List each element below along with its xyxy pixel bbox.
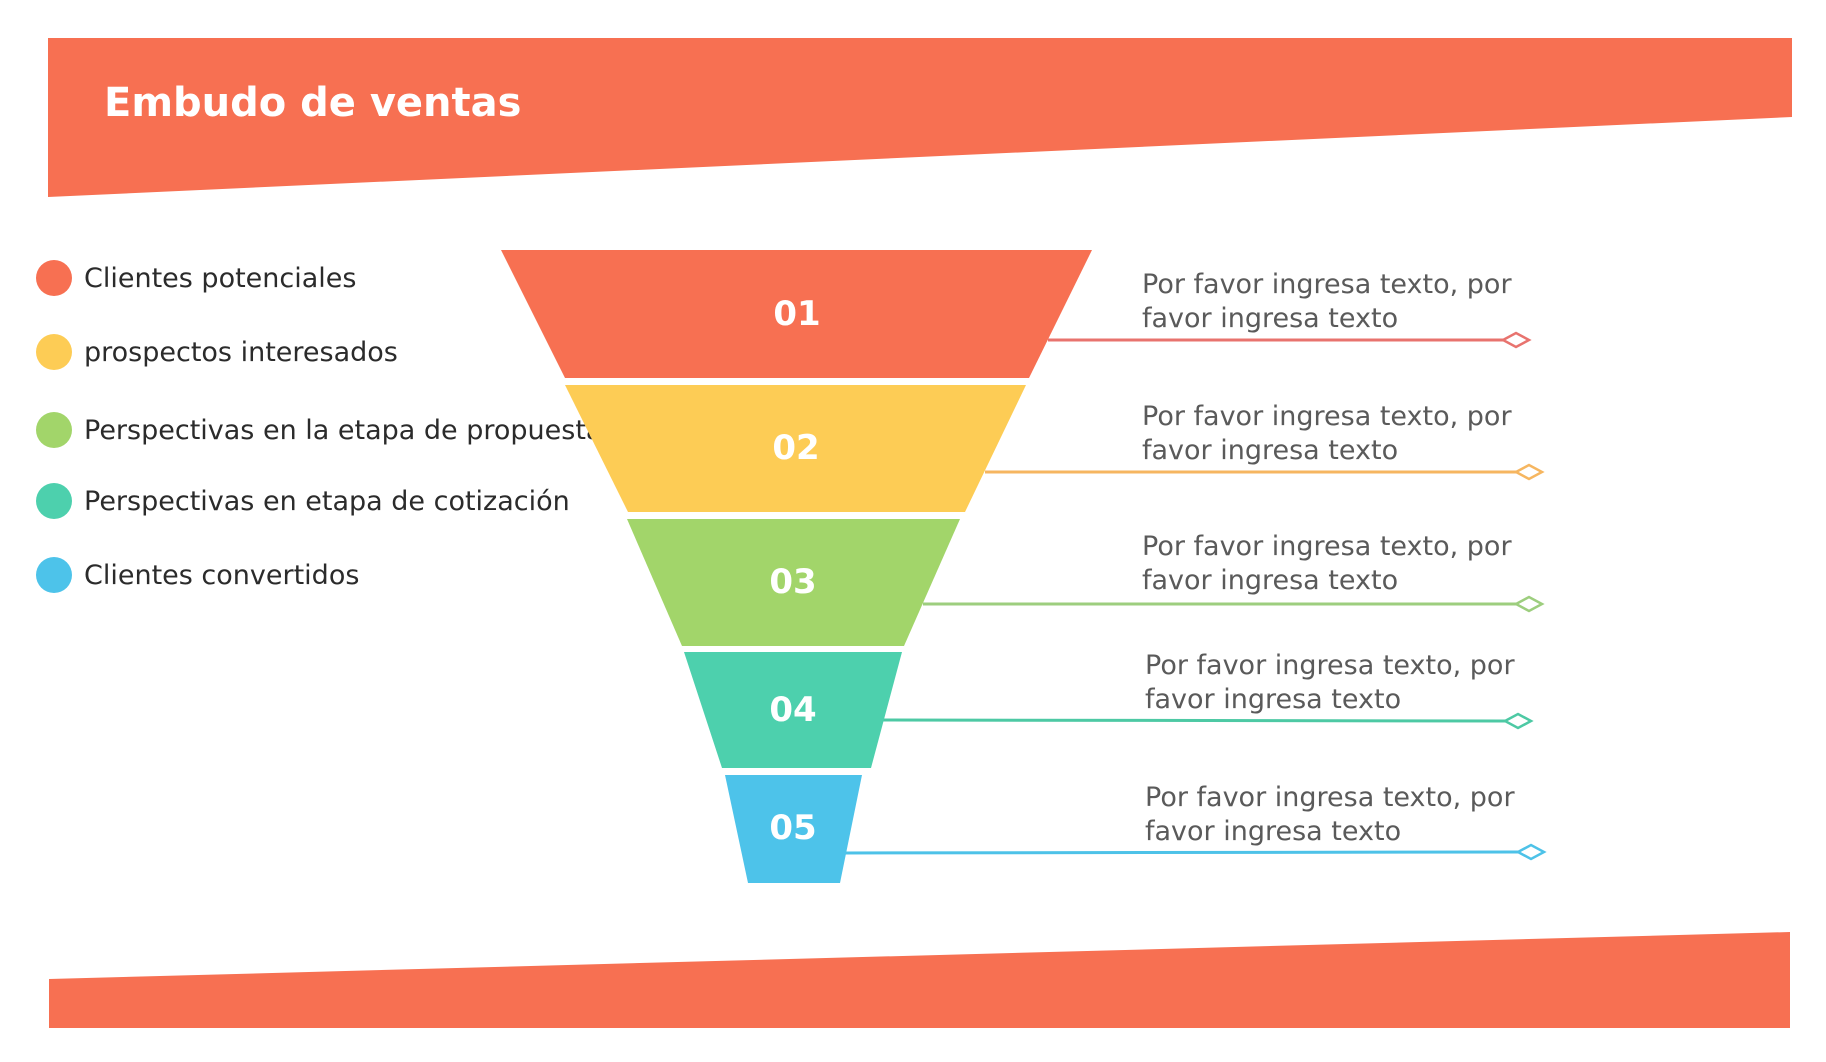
stage-note-2: Por favor ingresa texto, por favor ingre… [1142, 401, 1512, 466]
stage-number-2: 02 [772, 428, 819, 468]
legend-label-5: Clientes convertidos [84, 559, 360, 591]
stage-note-1: Por favor ingresa texto, por favor ingre… [1142, 269, 1512, 334]
legend-item-1: Clientes potenciales [36, 256, 356, 300]
stage-note-4: Por favor ingresa texto, por favor ingre… [1145, 650, 1515, 715]
stage-number-1: 01 [773, 294, 820, 334]
legend-dot-5 [36, 557, 72, 593]
legend-dot-4 [36, 483, 72, 519]
connector-2 [985, 463, 1545, 481]
top-banner [48, 38, 1792, 197]
legend-label-4: Perspectivas en etapa de cotización [84, 485, 570, 517]
stage-number-3: 03 [769, 562, 816, 602]
funnel-stage-1 [501, 250, 1092, 378]
stage-note-5: Por favor ingresa texto, por favor ingre… [1145, 782, 1515, 847]
legend-label-2: prospectos interesados [84, 336, 398, 368]
stage-note-3: Por favor ingresa texto, por favor ingre… [1142, 531, 1512, 596]
diamond-marker-icon [1515, 843, 1547, 861]
connector-3 [923, 595, 1545, 613]
funnel-stage-3 [627, 519, 960, 646]
connector-5 [842, 843, 1547, 861]
stage-number-5: 05 [769, 808, 816, 848]
legend-item-4: Perspectivas en etapa de cotización [36, 479, 570, 523]
legend-item-5: Clientes convertidos [36, 553, 359, 597]
diamond-marker-icon [1513, 595, 1545, 613]
legend-dot-2 [36, 334, 72, 370]
diamond-marker-icon [1513, 463, 1545, 481]
legend-item-3: Perspectivas en la etapa de propuesta [36, 408, 602, 452]
funnel-stage-2 [565, 385, 1026, 512]
connector-1 [1048, 331, 1532, 349]
funnel-stage-4 [684, 652, 902, 768]
legend-dot-3 [36, 412, 72, 448]
stage-number-4: 04 [769, 690, 816, 730]
legend-item-2: prospectos interesados [36, 330, 398, 374]
page-title: Embudo de ventas [104, 80, 522, 126]
diamond-marker-icon [1500, 331, 1532, 349]
legend-label-3: Perspectivas en la etapa de propuesta [84, 414, 603, 446]
diamond-marker-icon [1502, 712, 1534, 730]
connector-4 [879, 712, 1534, 730]
legend-dot-1 [36, 260, 72, 296]
funnel-stage-5 [725, 775, 862, 883]
bottom-banner [49, 932, 1790, 1028]
legend-label-1: Clientes potenciales [84, 262, 357, 294]
